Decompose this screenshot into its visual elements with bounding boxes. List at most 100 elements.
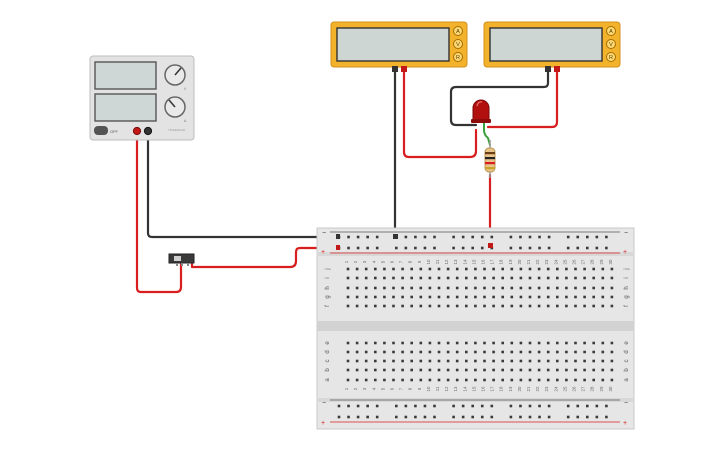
hole-h2[interactable]: [355, 286, 359, 290]
hole-e13[interactable]: [455, 341, 459, 345]
hole-e21[interactable]: [528, 341, 532, 345]
multimeter-left-com-probe[interactable]: [392, 66, 398, 72]
hole-g16[interactable]: [483, 295, 486, 299]
hole-g25[interactable]: [565, 295, 568, 299]
hole-h23[interactable]: [546, 286, 550, 290]
rail-hole-bottom-plus[interactable]: [480, 415, 484, 419]
hole-h26[interactable]: [574, 286, 577, 290]
hole-d22[interactable]: [537, 350, 541, 354]
rail-hole-top-plus[interactable]: [395, 246, 398, 250]
mode-button-ohmmeter[interactable]: [453, 52, 463, 62]
multimeter-right[interactable]: A V R: [483, 21, 621, 72]
hole-c2[interactable]: [355, 359, 359, 363]
hole-c29[interactable]: [601, 359, 605, 363]
hole-g29[interactable]: [601, 295, 605, 299]
rail-hole-top-plus[interactable]: [471, 246, 474, 250]
hole-e5[interactable]: [383, 341, 386, 345]
hole-j5[interactable]: [383, 267, 386, 271]
hole-g21[interactable]: [528, 295, 532, 299]
hole-a14[interactable]: [465, 378, 468, 382]
rail-hole-top-minus[interactable]: [595, 235, 599, 239]
rail-hole-bottom-plus[interactable]: [452, 415, 455, 419]
rail-hole-top-plus[interactable]: [519, 246, 522, 250]
rail-hole-top-minus[interactable]: [490, 235, 494, 239]
hole-g24[interactable]: [556, 295, 559, 299]
hole-b14[interactable]: [465, 368, 468, 372]
hole-a6[interactable]: [392, 378, 395, 382]
hole-d7[interactable]: [401, 350, 404, 354]
rail-hole-bottom-minus[interactable]: [433, 404, 436, 408]
hole-a1[interactable]: [346, 378, 350, 382]
hole-e11[interactable]: [437, 341, 441, 345]
hole-i5[interactable]: [383, 276, 386, 280]
hole-d28[interactable]: [592, 350, 595, 354]
hole-a4[interactable]: [374, 378, 377, 382]
hole-b25[interactable]: [565, 368, 568, 372]
rail-hole-bottom-plus[interactable]: [595, 415, 599, 419]
hole-c16[interactable]: [483, 359, 486, 363]
hole-i25[interactable]: [565, 276, 568, 280]
hole-f15[interactable]: [474, 304, 477, 308]
hole-b19[interactable]: [510, 368, 514, 372]
hole-d15[interactable]: [474, 350, 477, 354]
hole-h30[interactable]: [610, 286, 614, 290]
hole-f24[interactable]: [556, 304, 559, 308]
hole-e30[interactable]: [610, 341, 614, 345]
hole-i21[interactable]: [528, 276, 532, 280]
rail-hole-bottom-minus[interactable]: [528, 404, 532, 408]
hole-e2[interactable]: [355, 341, 359, 345]
hole-d11[interactable]: [437, 350, 441, 354]
hole-d25[interactable]: [565, 350, 568, 354]
hole-h19[interactable]: [510, 286, 514, 290]
hole-b16[interactable]: [483, 368, 486, 372]
hole-j20[interactable]: [519, 267, 523, 271]
rail-hole-top-minus[interactable]: [414, 235, 417, 239]
hole-e27[interactable]: [583, 341, 586, 345]
rail-hole-top-minus[interactable]: [433, 235, 436, 239]
hole-e1[interactable]: [346, 341, 350, 345]
hole-j13[interactable]: [455, 267, 459, 271]
rail-hole-top-minus[interactable]: [356, 235, 360, 239]
psu-negative-terminal[interactable]: [143, 126, 153, 136]
hole-j19[interactable]: [510, 267, 514, 271]
wire-red-psu-to-switch[interactable]: [135, 129, 183, 294]
hole-h9[interactable]: [419, 286, 423, 290]
hole-g2[interactable]: [355, 295, 359, 299]
rail-hole-bottom-plus[interactable]: [347, 415, 350, 419]
hole-d1[interactable]: [346, 350, 350, 354]
rail-hole-top-plus[interactable]: [509, 246, 513, 250]
hole-i1[interactable]: [346, 276, 350, 280]
hole-a30[interactable]: [610, 378, 614, 382]
rail-hole-bottom-minus[interactable]: [547, 404, 551, 408]
hole-h28[interactable]: [592, 286, 595, 290]
hole-e6[interactable]: [392, 341, 395, 345]
slide-switch[interactable]: [168, 253, 195, 266]
rail-hole-top-plus[interactable]: [356, 246, 360, 250]
hole-a20[interactable]: [519, 378, 523, 382]
hole-a9[interactable]: [419, 378, 423, 382]
hole-g14[interactable]: [465, 295, 468, 299]
hole-c17[interactable]: [492, 359, 495, 363]
multimeter-right-positive-probe[interactable]: [554, 66, 560, 72]
rail-hole-bottom-minus[interactable]: [423, 404, 427, 408]
hole-g11[interactable]: [437, 295, 441, 299]
hole-f5[interactable]: [383, 304, 386, 308]
rail-hole-top-minus[interactable]: [538, 235, 541, 239]
hole-e12[interactable]: [446, 341, 450, 345]
hole-j1[interactable]: [346, 267, 350, 271]
hole-f22[interactable]: [537, 304, 541, 308]
hole-i9[interactable]: [419, 276, 423, 280]
hole-h1[interactable]: [346, 286, 350, 290]
rail-hole-top-plus[interactable]: [595, 246, 599, 250]
hole-a13[interactable]: [455, 378, 459, 382]
hole-j18[interactable]: [501, 267, 504, 271]
rail-hole-top-plus[interactable]: [538, 246, 541, 250]
hole-b26[interactable]: [574, 368, 577, 372]
rail-hole-top-minus[interactable]: [375, 235, 379, 239]
hole-e18[interactable]: [501, 341, 504, 345]
hole-i4[interactable]: [374, 276, 377, 280]
hole-j16[interactable]: [483, 267, 486, 271]
mode-button-voltmeter[interactable]: [606, 39, 616, 49]
hole-b17[interactable]: [492, 368, 495, 372]
hole-h11[interactable]: [437, 286, 441, 290]
